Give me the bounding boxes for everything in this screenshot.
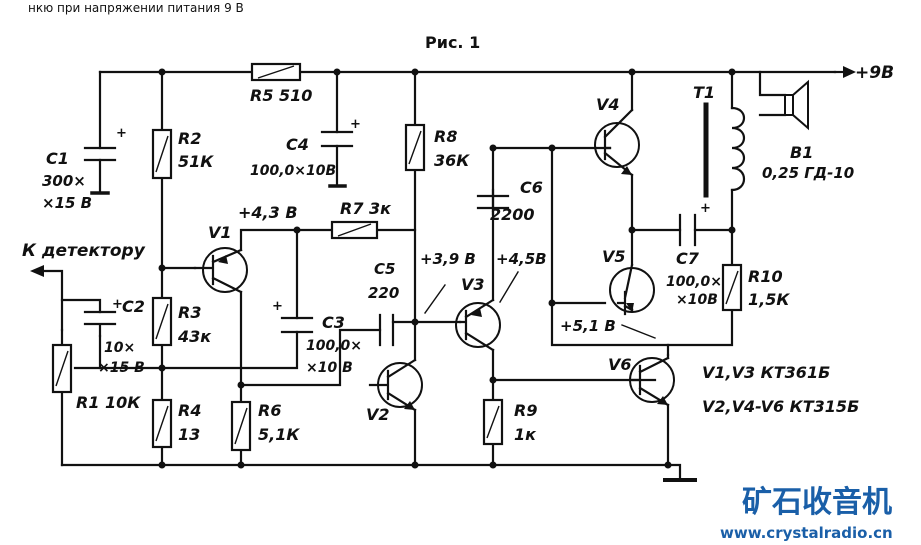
voltage-v3: +4,5В	[496, 250, 547, 268]
figure-title: Рис. 1	[425, 33, 480, 52]
R2-label: R2	[178, 129, 201, 148]
labels: +9В К детектору R2 51К R3 43к R4 13 R5 5…	[22, 63, 894, 444]
R4-label: R4	[178, 401, 201, 420]
watermark: 矿石收音机 www.crystalradio.cn	[720, 485, 893, 542]
svg-text:+: +	[700, 201, 711, 216]
svg-text:+: +	[116, 126, 127, 141]
R4-value: 13	[178, 425, 200, 444]
header-fragment: нкю при напряжении питания 9 В	[28, 1, 244, 15]
R7-label: R7 3к	[340, 199, 392, 218]
speaker-B1	[784, 79, 809, 131]
C7-label: C7	[676, 249, 700, 268]
R10-label: R10	[748, 267, 783, 286]
B1-label: В1	[790, 143, 813, 162]
resistors	[51, 62, 743, 452]
V5-label: V5	[602, 247, 626, 266]
C3-plates	[280, 316, 314, 334]
V1-label: V1	[208, 223, 232, 242]
transformer-T1	[703, 102, 746, 198]
supply-label: +9В	[855, 63, 894, 83]
C1-value1: 300×	[42, 172, 86, 190]
R9-value: 1к	[514, 425, 537, 444]
transistors	[193, 108, 675, 412]
C3-value1: 100,0×	[306, 338, 362, 354]
R6-label: R6	[258, 401, 281, 420]
C2-value2: ×15 В	[98, 360, 145, 376]
voltage-v5: +5,1 В	[560, 317, 616, 335]
R3-value: 43к	[177, 327, 212, 346]
C6-value: 2200	[490, 205, 535, 224]
R8-label: R8	[434, 127, 457, 146]
V3-body	[455, 302, 501, 348]
C7-plates	[678, 213, 697, 247]
V3-label: V3	[461, 275, 485, 294]
R2-value: 51К	[178, 152, 214, 171]
C3-value2: ×10 В	[306, 360, 353, 376]
watermark-url: www.crystalradio.cn	[720, 524, 893, 542]
V2-label: V2	[366, 405, 390, 424]
C7-value1: 100,0×	[666, 274, 722, 290]
C4-label: C4	[286, 135, 309, 154]
C2-plates	[83, 310, 117, 338]
svg-text:+: +	[272, 299, 283, 314]
R10-value: 1,5К	[748, 290, 790, 309]
V1-body	[202, 247, 248, 293]
junctions	[158, 68, 736, 469]
B1-value: 0,25 ГД-10	[762, 164, 854, 182]
svg-text:+: +	[112, 297, 123, 312]
voltage-v2: +3,9 В	[420, 250, 476, 268]
transistor-types-line1: V1,V3 КТ361Б	[702, 363, 830, 382]
C4-plates	[320, 130, 354, 148]
R5-label: R5 510	[250, 86, 312, 105]
R3-label: R3	[178, 303, 201, 322]
C5-plates	[378, 313, 395, 347]
svg-text:+: +	[350, 117, 361, 132]
capacitors: + + + + +	[83, 117, 711, 347]
R9-label: R9	[514, 401, 537, 420]
C6-plates	[476, 188, 510, 216]
V4-body	[594, 122, 640, 168]
C5-label: C5	[374, 260, 395, 278]
C6-label: C6	[520, 178, 543, 197]
R8-value: 36К	[434, 151, 470, 170]
V4-label: V4	[596, 95, 620, 114]
C4-value: 100,0×10В	[250, 163, 336, 179]
T1-label: T1	[693, 83, 715, 102]
C2-label: C2	[122, 297, 145, 316]
C1-value2: ×15 В	[42, 194, 92, 212]
R6-value: 5,1К	[258, 425, 300, 444]
C2-value1: 10×	[104, 340, 135, 356]
transistor-types-line2: V2,V4-V6 КТ315Б	[702, 397, 859, 416]
C1-plates	[83, 146, 117, 162]
watermark-cn: 矿石收音机	[742, 485, 892, 520]
C5-value: 220	[368, 284, 399, 302]
C1-label: C1	[46, 149, 69, 168]
V6-label: V6	[608, 355, 632, 374]
R1-label: R1 10К	[76, 393, 141, 412]
voltage-v1-collector: +4,3 В	[238, 203, 298, 222]
C3-label: C3	[322, 313, 345, 332]
C7-value2: ×10В	[676, 292, 718, 308]
input-label: К детектору	[22, 241, 146, 261]
